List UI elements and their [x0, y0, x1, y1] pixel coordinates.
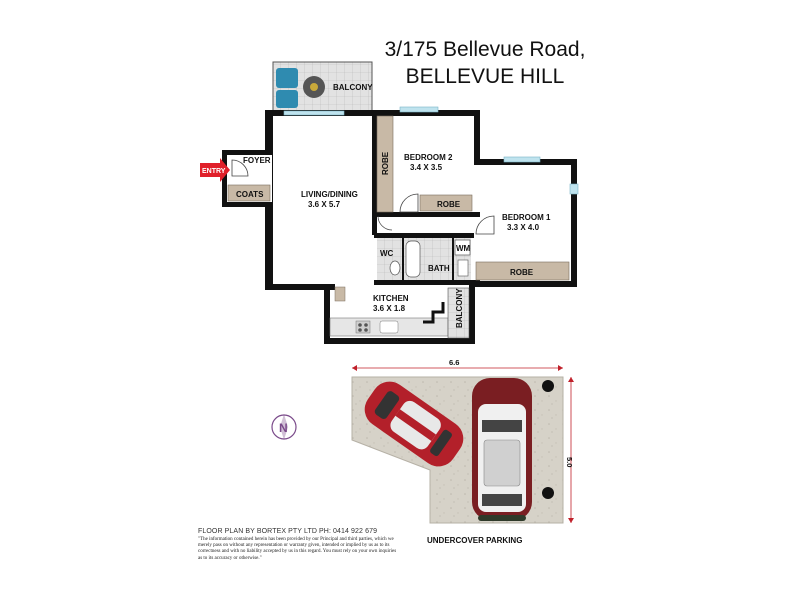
balcony-kitchen-label: BALCONY — [455, 288, 464, 328]
car-suv-icon — [472, 378, 532, 521]
foyer: FOYER COATS — [227, 155, 272, 202]
kitchen-size: 3.6 X 1.8 — [373, 304, 406, 313]
wm-label: WM — [456, 244, 471, 253]
bedroom-2-label: BEDROOM 2 — [404, 153, 453, 162]
bathtub-icon — [405, 240, 421, 278]
bedroom-1-size: 3.3 X 4.0 — [507, 223, 540, 232]
living-dining-label: LIVING/DINING — [301, 190, 358, 199]
bath-label: BATH — [428, 264, 450, 273]
address-line-1: 3/175 Bellevue Road, — [384, 38, 586, 61]
washing-machine-icon — [454, 239, 471, 256]
bedroom-2-size: 3.4 X 3.5 — [410, 163, 443, 172]
bedroom-1-label: BEDROOM 1 — [502, 213, 551, 222]
wc-label: WC — [380, 249, 394, 258]
door-swing-icon — [377, 215, 393, 231]
car-red-icon — [364, 381, 464, 467]
windows — [283, 106, 579, 195]
address-line-2: BELLEVUE HILL — [405, 65, 565, 88]
door-swing-icon — [231, 159, 249, 177]
robe-bed2-label: ROBE — [437, 200, 461, 209]
pillar-icon — [542, 380, 554, 392]
floor-plan-credit: FLOOR PLAN BY BORTEX PTY LTD PH: 0414 92… — [198, 528, 378, 535]
parking-depth-label: 5.0 — [565, 457, 574, 467]
parking-width-label: 6.6 — [449, 358, 459, 367]
entry-label: ENTRY — [202, 168, 226, 175]
armchair-icon — [276, 90, 298, 108]
entry-arrow: ENTRY — [200, 158, 230, 182]
cooktop-icon — [355, 320, 371, 334]
coats-label: COATS — [236, 190, 264, 199]
sink-icon — [379, 320, 399, 334]
robe-bed2-side-label: ROBE — [381, 151, 390, 175]
kitchen-label: KITCHEN — [373, 294, 409, 303]
kitchen: KITCHEN 3.6 X 1.8 BALCONY — [329, 286, 470, 339]
disclaimer: "The information contained herein has be… — [198, 537, 397, 561]
property-address: 3/175 Bellevue Road, BELLEVUE HILL — [360, 36, 610, 90]
balcony-top-label: BALCONY — [333, 83, 373, 92]
footer: FLOOR PLAN BY BORTEX PTY LTD PH: 0414 92… — [198, 528, 398, 562]
compass-letter: N — [279, 421, 288, 435]
wet-areas: WC BATH WM — [377, 215, 471, 280]
undercover-parking: 6.6 5.0 UNDERCOVER PARKING — [351, 358, 574, 545]
parking-label: UNDERCOVER PARKING — [427, 536, 522, 545]
bedroom-1: BEDROOM 1 3.3 X 4.0 ROBE — [475, 213, 570, 281]
robe-bed1-label: ROBE — [510, 268, 534, 277]
pillar-icon — [542, 487, 554, 499]
armchair-icon — [276, 68, 298, 88]
living-dining-size: 3.6 X 5.7 — [308, 200, 341, 209]
bedroom-2: ROBE BEDROOM 2 3.4 X 3.5 ROBE — [376, 115, 473, 213]
door-swing-icon — [399, 193, 419, 213]
toilet-icon — [389, 260, 401, 276]
compass-north-icon: N — [271, 414, 297, 440]
balcony-top: BALCONY — [272, 61, 373, 113]
foyer-label: FOYER — [243, 156, 271, 165]
door-swing-icon — [475, 215, 495, 235]
